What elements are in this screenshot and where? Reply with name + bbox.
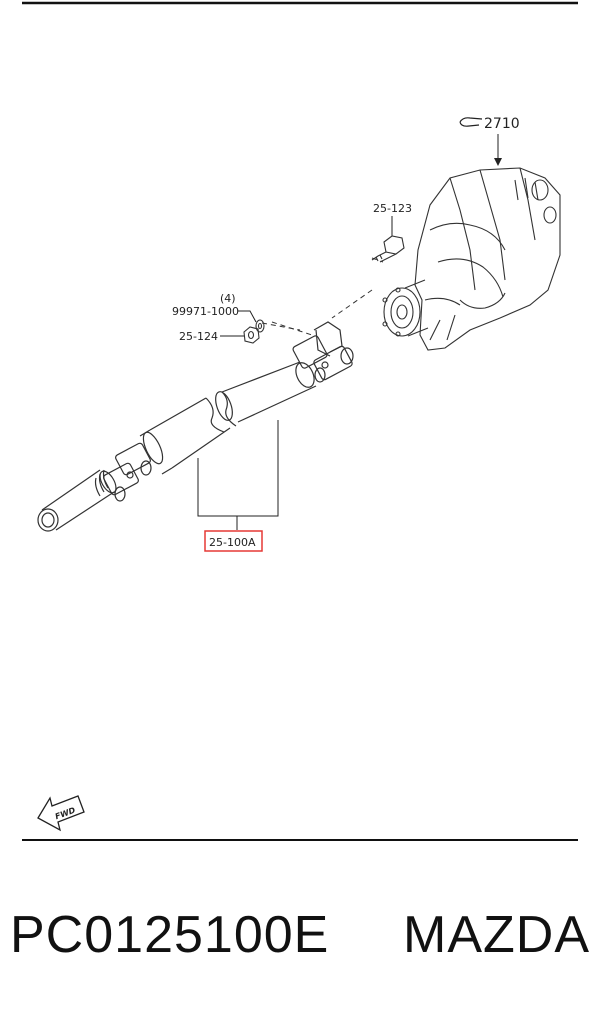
shaft-label: 25-100A: [209, 536, 256, 549]
bolt-icon: [371, 235, 405, 263]
fwd-arrow-icon: FWD: [37, 795, 85, 832]
part-number: PC0125100E: [10, 906, 330, 964]
callout-washer[interactable]: (4) 99971-1000: [172, 292, 265, 333]
propeller-shaft: [37, 321, 354, 532]
callout-assembly-ref[interactable]: 2710: [459, 116, 520, 166]
washer-label: 99971-1000: [172, 305, 239, 318]
bolt-label: 25-123: [373, 202, 412, 215]
assembly-ref-label: 2710: [484, 116, 520, 132]
callout-bolt[interactable]: 25-123: [371, 202, 412, 263]
nut-icon: [243, 326, 260, 344]
shaft-bracket: [197, 420, 279, 530]
callout-shaft-highlighted[interactable]: 25-100A: [204, 530, 263, 552]
pointer-hand-icon: [459, 117, 483, 127]
dashed-leaders: [261, 257, 384, 337]
washer-icon: [255, 319, 265, 333]
nut-label: 25-124: [179, 330, 218, 343]
brand-name: MAZDA: [403, 906, 590, 964]
highlight-box: [204, 530, 263, 552]
washer-qty-label: (4): [220, 292, 236, 305]
callout-nut[interactable]: 25-124: [179, 326, 260, 344]
differential-housing: [382, 167, 561, 351]
parts-diagram: 2710 25-123: [22, 1, 578, 841]
product-caption: PC0125100E MAZDA: [10, 895, 590, 975]
